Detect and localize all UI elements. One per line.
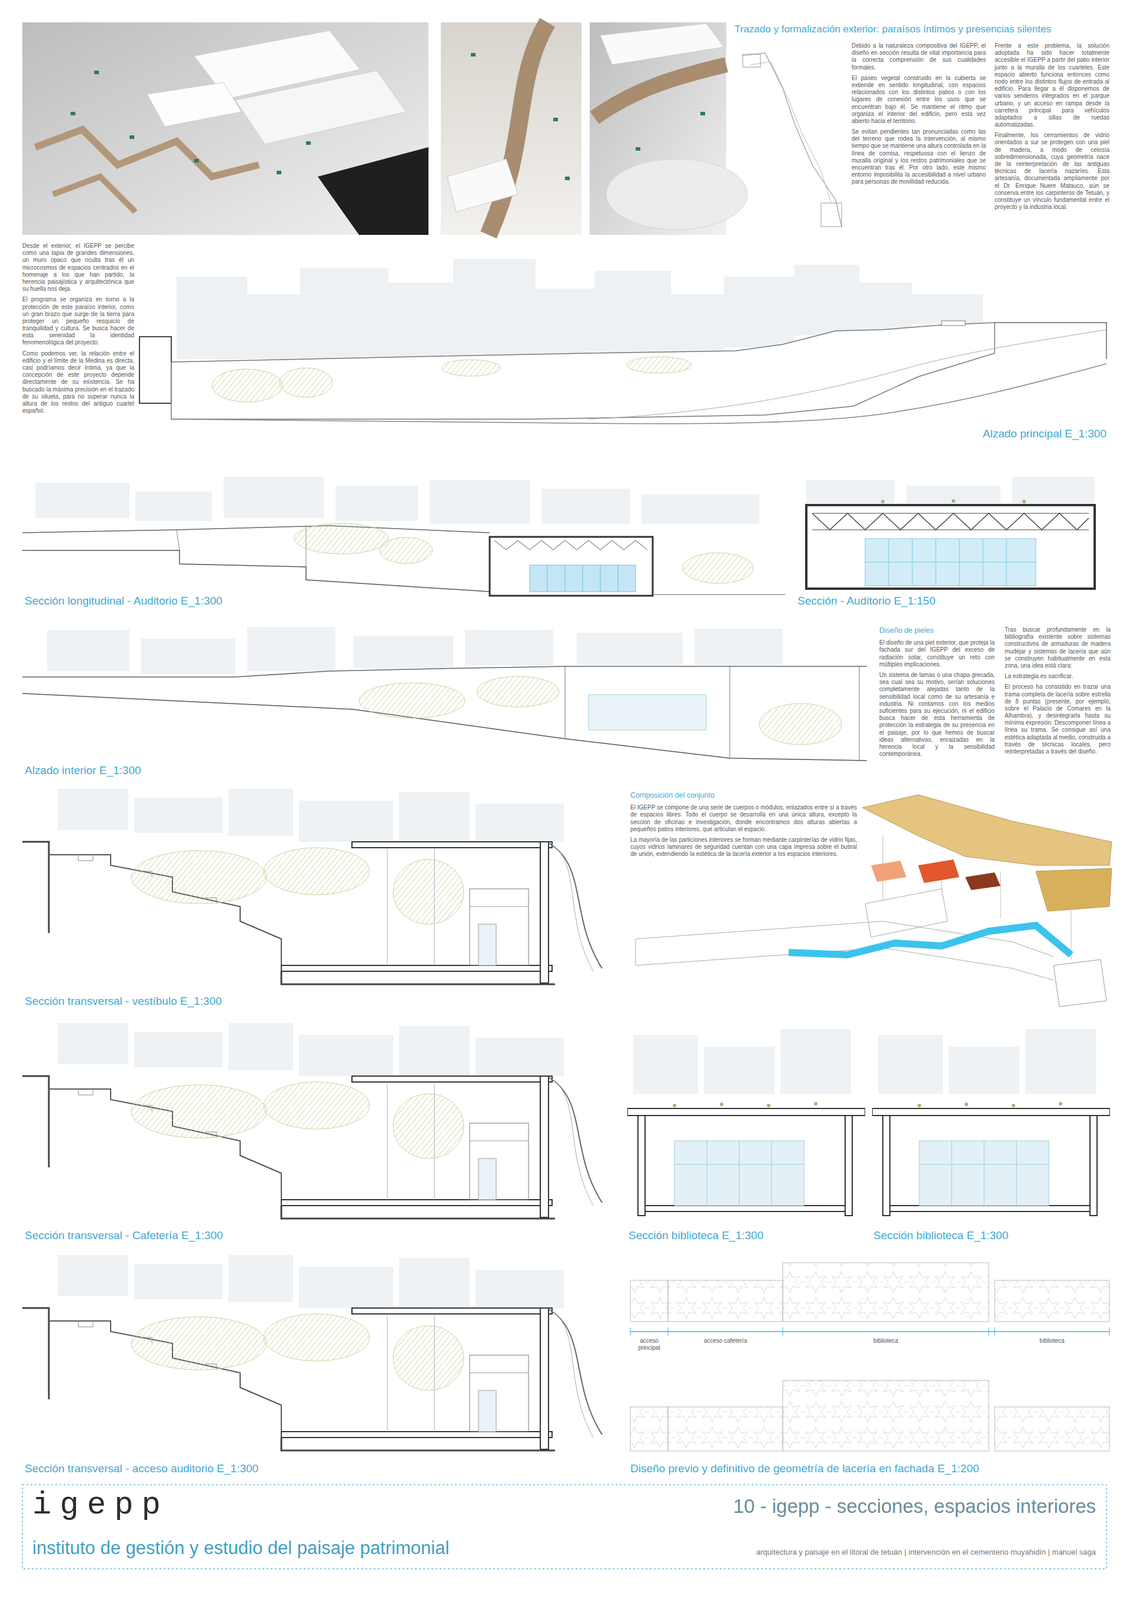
panel-heading: Trazado y formalización exterior: paraís… [734,23,1118,36]
drawing-title: Sección transversal - Cafetería E_1:300 [24,1228,224,1242]
drawing-title: Alzado interior E_1:300 [24,763,142,777]
facade-label: acceso principal [630,1337,668,1351]
logo: igepp [32,1486,169,1524]
body-paragraph: El proceso ha consistido en trazar una t… [1004,683,1111,756]
text-column: Desde el exterior, el IGEPP se percibe c… [22,242,135,418]
facade-label: biblioteca [994,1337,1110,1345]
section-heading: Composición del conjunto [630,791,857,800]
drawing-title: Alzado principal E_1:300 [982,427,1107,441]
body-paragraph: Tras buscar profundamente en la bibliogr… [1004,626,1111,670]
body-paragraph: El paseo vegetal construido en la cubier… [851,74,986,125]
body-paragraph: La estrategia es sacrificar. [1004,672,1111,680]
body-paragraph: El IGEPP se compone de una serie de cuer… [630,803,857,833]
text-column: Tras buscar profundamente en la bibliogr… [1004,626,1111,759]
body-paragraph: El diseño de una piel exterior, que prot… [879,639,995,668]
text-column: Composición del conjunto El IGEPP se comp… [630,791,857,862]
body-paragraph: Debido a la naturaleza compositiva del I… [851,42,986,72]
body-paragraph: El programa se organiza en torno a la pr… [22,296,135,347]
body-paragraph: Frente a este problema, la solución adop… [994,42,1110,129]
body-paragraph: Un sistema de lamas o una chapa grecada,… [879,671,995,758]
section-heading: Diseño de pieles [879,626,995,636]
facade-label: biblioteca [782,1337,989,1345]
body-paragraph: Como podemos ver, la relación entre el e… [22,350,135,415]
text-column: Frente a este problema, la solución adop… [994,42,1110,215]
drawing-title: Diseño previo y definitivo de geometría … [630,1461,1110,1475]
facade-label: acceso cafetería [667,1337,783,1345]
body-paragraph: La mayoría de las particiones interiores… [630,836,857,859]
institute-name: instituto de gestión y estudio del paisa… [32,1537,450,1559]
drawing-title: Sección biblioteca E_1:300 [873,1228,1009,1242]
body-paragraph: Finalmente, los cerramientos de vidrio o… [994,131,1110,211]
text-column: Diseño de pieles El diseño de una piel ex… [879,626,995,761]
body-paragraph: Desde el exterior, el IGEPP se percibe c… [22,242,135,293]
drawing-title: Sección transversal - vestíbulo E_1:300 [24,994,222,1008]
body-paragraph: Se evitan pendientes tan pronunciadas co… [851,128,986,186]
drawing-title: Sección transversal - acceso auditorio E… [24,1461,259,1475]
drawing-title: Sección longitudinal - Auditorio E_1:300 [24,594,223,608]
board-title: 10 - igepp - secciones, espacios interio… [733,1494,1096,1518]
project-credit: arquitectura y paisaje en el litoral de … [756,1547,1096,1557]
drawing-title: Sección - Auditorio E_1:150 [797,594,936,608]
drawing-title: Sección biblioteca E_1:300 [628,1228,764,1242]
text-column: Debido a la naturaleza compositiva del I… [851,42,986,190]
